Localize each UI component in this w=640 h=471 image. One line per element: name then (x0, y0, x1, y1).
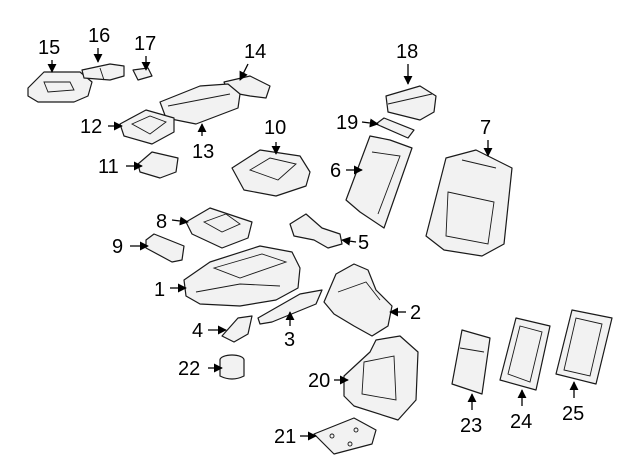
callout-12: 12 (80, 116, 102, 138)
part-24-frame (499, 317, 551, 391)
part-21-base-plate (313, 417, 377, 455)
callout-6: 6 (330, 160, 341, 182)
part-18-armrest-pad (385, 85, 437, 121)
callout-5: 5 (358, 232, 369, 254)
callout-2: 2 (410, 302, 421, 324)
part-23-panel (451, 329, 491, 395)
part-25-frame (555, 309, 613, 385)
callout-8: 8 (156, 211, 167, 233)
part-4-trim (221, 315, 253, 343)
callout-4: 4 (192, 320, 203, 342)
part-15-lid (27, 71, 93, 103)
callout-13: 13 (192, 141, 214, 163)
part-16-hinge (81, 63, 125, 81)
callout-10: 10 (264, 117, 286, 139)
callout-23: 23 (460, 415, 482, 437)
callout-17: 17 (134, 33, 156, 55)
part-1-console (183, 245, 301, 307)
part-9-trim (145, 233, 185, 263)
part-12-tray (119, 109, 175, 145)
part-2-side-panel (323, 263, 393, 337)
part-11-small-tray (137, 151, 179, 179)
part-19-strip (375, 117, 415, 139)
callout-25: 25 (562, 403, 584, 425)
callout-24: 24 (510, 411, 532, 433)
callout-11: 11 (98, 156, 119, 178)
callout-7: 7 (480, 117, 491, 139)
part-7-back-panel (425, 149, 513, 257)
part-10-storage-bin (231, 149, 311, 197)
callout-14: 14 (244, 41, 266, 63)
callout-22: 22 (178, 358, 200, 380)
callout-18: 18 (396, 41, 418, 63)
callout-21: 21 (274, 426, 296, 448)
callout-9: 9 (112, 236, 123, 258)
part-6-panel (345, 135, 413, 229)
callout-16: 16 (88, 25, 110, 47)
callout-1: 1 (154, 279, 165, 301)
part-22-cup-holder (219, 354, 245, 380)
callout-19: 19 (336, 112, 358, 134)
part-20-rear-console (343, 335, 419, 421)
part-17-clip (132, 67, 153, 81)
part-8-insert (185, 207, 253, 249)
leader-lines (47, 48, 579, 441)
part-3-trim-strip (257, 289, 323, 325)
part-5-bracket (289, 213, 343, 249)
callout-15: 15 (38, 37, 60, 59)
callout-labels: 15 16 17 14 13 12 11 10 8 9 1 5 2 3 4 22… (38, 25, 584, 448)
callout-3: 3 (284, 329, 295, 351)
callout-20: 20 (308, 370, 330, 392)
